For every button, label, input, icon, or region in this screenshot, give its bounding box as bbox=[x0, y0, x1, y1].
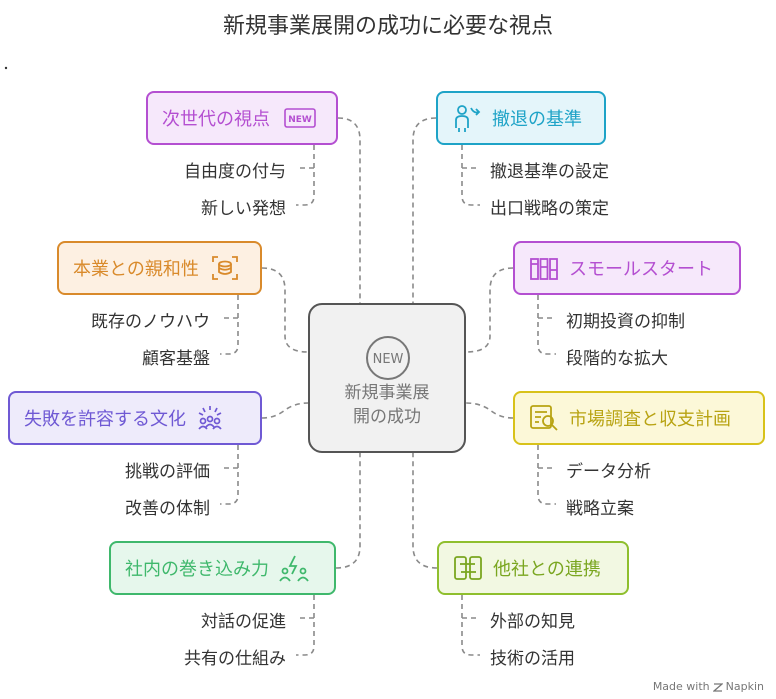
branch-small-start: スモールスタート bbox=[513, 241, 741, 295]
sub-external-knowledge: 外部の知見 bbox=[490, 612, 575, 632]
sub-sharing: 共有の仕組み bbox=[184, 649, 286, 669]
connector-exit-subs bbox=[461, 145, 480, 206]
new-circle-icon: NEW bbox=[366, 336, 410, 380]
sub-initial-investment: 初期投資の抑制 bbox=[566, 312, 685, 332]
connector-small-start bbox=[465, 267, 514, 353]
napkin-credit: Made with Napkin bbox=[652, 680, 764, 693]
branch-market-research: 市場調査と収支計画 bbox=[513, 391, 765, 445]
sub-customer-base: 顧客基盤 bbox=[142, 349, 210, 369]
connector-failure bbox=[261, 402, 309, 419]
sub-improvement: 改善の体制 bbox=[125, 499, 210, 519]
branch-label: 次世代の視点 bbox=[162, 109, 270, 130]
link-blocks-icon bbox=[453, 555, 483, 581]
napkin-logo-icon bbox=[712, 682, 723, 692]
sub-tech-usage: 技術の活用 bbox=[490, 649, 575, 669]
branch-label: 他社との連携 bbox=[493, 559, 601, 580]
sub-freedom: 自由度の付与 bbox=[184, 162, 286, 182]
page-title: 新規事業展開の成功に必要な視点 bbox=[222, 14, 553, 39]
branch-next-gen: 次世代の視点 NEW bbox=[146, 91, 338, 145]
center-label: 新規事業展 開の成功 bbox=[344, 383, 430, 427]
sub-know-how: 既存のノウハウ bbox=[91, 312, 210, 332]
connector-partnership-subs bbox=[461, 595, 480, 656]
sub-exit-setting: 撤退基準の設定 bbox=[490, 162, 609, 182]
team-celebrate-icon bbox=[196, 404, 224, 432]
bars-icon bbox=[529, 255, 559, 281]
connector-market-subs bbox=[537, 445, 556, 505]
branch-label: 失敗を許容する文化 bbox=[24, 409, 186, 430]
connector-exit bbox=[412, 117, 437, 303]
connector-affinity bbox=[261, 267, 309, 353]
sub-challenge-eval: 挑戦の評価 bbox=[125, 462, 210, 482]
focus-target-icon bbox=[211, 255, 239, 281]
sub-strategy-planning: 戦略立案 bbox=[566, 499, 634, 519]
report-search-icon bbox=[529, 404, 559, 432]
connector-involvement bbox=[335, 453, 361, 569]
sub-new-ideas: 新しい発想 bbox=[201, 199, 286, 219]
energy-people-icon bbox=[279, 554, 309, 582]
svg-text:NEW: NEW bbox=[288, 115, 312, 125]
connector-next-gen bbox=[337, 117, 361, 303]
branch-label: 本業との親和性 bbox=[73, 259, 199, 280]
connector-failure-subs bbox=[220, 445, 239, 505]
sub-exit-strategy: 出口戦略の策定 bbox=[490, 199, 609, 219]
connector-partnership bbox=[412, 453, 438, 569]
branch-affinity: 本業との親和性 bbox=[57, 241, 262, 295]
center-node: NEW 新規事業展 開の成功 bbox=[308, 303, 466, 453]
branch-exit-criteria: 撤退の基準 bbox=[436, 91, 606, 145]
branch-label: 社内の巻き込み力 bbox=[125, 559, 269, 580]
sub-dialogue: 対話の促進 bbox=[201, 612, 286, 632]
connector-market bbox=[465, 402, 514, 419]
branch-label: 市場調査と収支計画 bbox=[569, 409, 731, 430]
connector-small-start-subs bbox=[537, 295, 556, 355]
connector-involvement-subs bbox=[296, 595, 315, 656]
branch-involvement: 社内の巻き込み力 bbox=[109, 541, 336, 595]
branch-failure-culture: 失敗を許容する文化 bbox=[8, 391, 262, 445]
sub-gradual-expansion: 段階的な拡大 bbox=[566, 349, 668, 369]
branch-label: スモールスタート bbox=[569, 259, 713, 280]
branch-partnership: 他社との連携 bbox=[437, 541, 629, 595]
branch-label: 撤退の基準 bbox=[492, 109, 582, 130]
exit-person-icon bbox=[452, 103, 482, 133]
sub-data-analysis: データ分析 bbox=[566, 462, 651, 482]
connector-affinity-subs bbox=[220, 295, 239, 355]
stray-dot bbox=[4, 66, 8, 70]
new-badge-icon: NEW bbox=[284, 108, 316, 128]
svg-text:NEW: NEW bbox=[373, 352, 404, 367]
connector-next-gen-subs bbox=[296, 145, 315, 206]
